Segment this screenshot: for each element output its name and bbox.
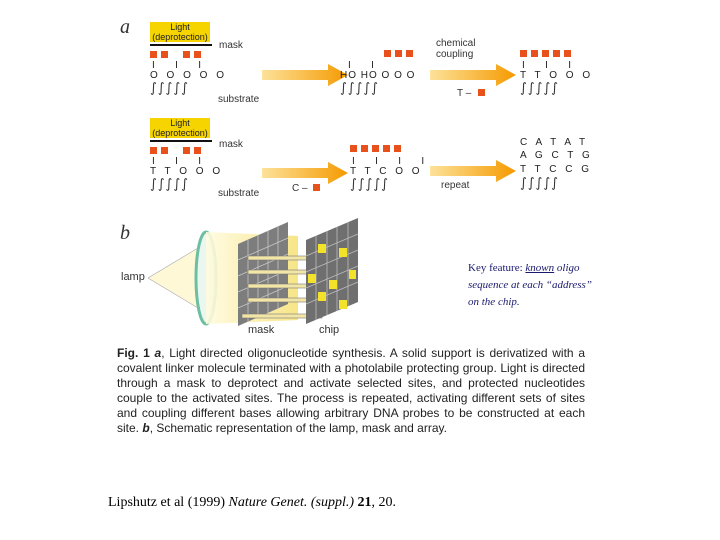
caption-b: b <box>142 421 150 435</box>
key-feature-line2: sequence at each “address” <box>468 279 592 291</box>
arrow-2a <box>262 162 348 184</box>
linkers-1b: ∫∫∫∫∫ <box>340 81 379 96</box>
linkers-2a: ∫∫∫∫∫ <box>150 177 189 192</box>
mask-label-2: mask <box>219 139 243 150</box>
ticks-2a: I I I <box>152 156 205 167</box>
key-feature-note: Key feature: known oligo sequence at eac… <box>468 260 688 311</box>
key-feature-line3: on the chip. <box>468 296 520 308</box>
key-feature-rest1: oligo <box>554 262 580 274</box>
caption-text-b: , Schematic representation of the lamp, … <box>149 421 447 435</box>
final-seq-1: C A T A T <box>520 137 589 148</box>
caption-fig: Fig. 1 <box>117 346 150 360</box>
caption-text-a: , Light directed oligonucleotide synthes… <box>117 346 585 435</box>
ref-journal: Nature Genet. (suppl.) <box>228 495 354 510</box>
mask-bar-1 <box>150 44 212 46</box>
ref-authors: Lipshutz et al (1999) <box>108 495 229 510</box>
panel-a-letter: a <box>120 16 130 38</box>
mask-squares-2b <box>350 145 401 152</box>
linkers-2b: ∫∫∫∫∫ <box>350 177 389 192</box>
mask-squares-1 <box>150 51 201 58</box>
final-seq-3: T T C C G <box>520 164 593 175</box>
bases-1b: HO HO O O O <box>340 70 416 81</box>
key-feature-lead: Key feature: <box>468 262 523 274</box>
reagent-c: C – <box>292 183 308 194</box>
chemical-coupling-label: chemical coupling <box>436 38 476 60</box>
bases-1c: T T O O O <box>520 70 594 81</box>
panel-b-letter: b <box>120 222 130 244</box>
lamp-label: lamp <box>121 271 145 283</box>
mask-label-b: mask <box>248 324 275 336</box>
bases-2a: T T O O O <box>150 166 224 177</box>
reagent-c-square <box>313 184 320 191</box>
bases-2b: T T C O O <box>350 166 423 177</box>
mask-squares-2 <box>150 147 201 154</box>
linkers-1a: ∫∫∫∫∫ <box>150 81 189 96</box>
reagent-t-square <box>478 89 485 96</box>
bases-1a: O O O O O <box>150 70 228 81</box>
repeat-label: repeat <box>441 180 470 191</box>
ticks-1c: I I I <box>522 60 575 71</box>
arrow-2b <box>430 160 516 182</box>
mask-squares-1b <box>384 50 413 57</box>
substrate-label-1: substrate <box>218 94 260 105</box>
reagent-t: T – <box>457 88 472 99</box>
arrow-1b <box>430 64 516 86</box>
mask-label-1: mask <box>219 40 243 51</box>
key-feature-known: known <box>525 262 555 274</box>
ticks-2b: I I I I <box>352 156 428 167</box>
substrate-label-2: substrate <box>218 188 260 199</box>
mask-squares-1c <box>520 50 571 57</box>
caption-a: a <box>154 346 162 360</box>
arrow-1a <box>262 64 348 86</box>
final-seq-2: A G C T G <box>520 150 593 161</box>
light-label-2: Light (deprotection) <box>150 118 210 138</box>
lamp-mask-chip-schematic <box>148 218 359 326</box>
ref-pages: , 20. <box>371 495 397 510</box>
light-label-1: Light (deprotection) <box>150 22 210 42</box>
mask-bar-2 <box>150 140 212 142</box>
ref-volume: 21 <box>354 495 372 510</box>
ticks-1a: I I I <box>152 60 205 71</box>
ticks-1b: I I <box>348 60 377 71</box>
linkers-1c: ∫∫∫∫∫ <box>520 81 559 96</box>
linkers-2c: ∫∫∫∫∫ <box>520 176 559 191</box>
chip-grid <box>305 218 359 324</box>
figure-caption: Fig. 1 a, Light directed oligonucleotide… <box>117 346 585 436</box>
reference: Lipshutz et al (1999) Nature Genet. (sup… <box>108 495 396 511</box>
chip-label-b: chip <box>319 324 340 336</box>
